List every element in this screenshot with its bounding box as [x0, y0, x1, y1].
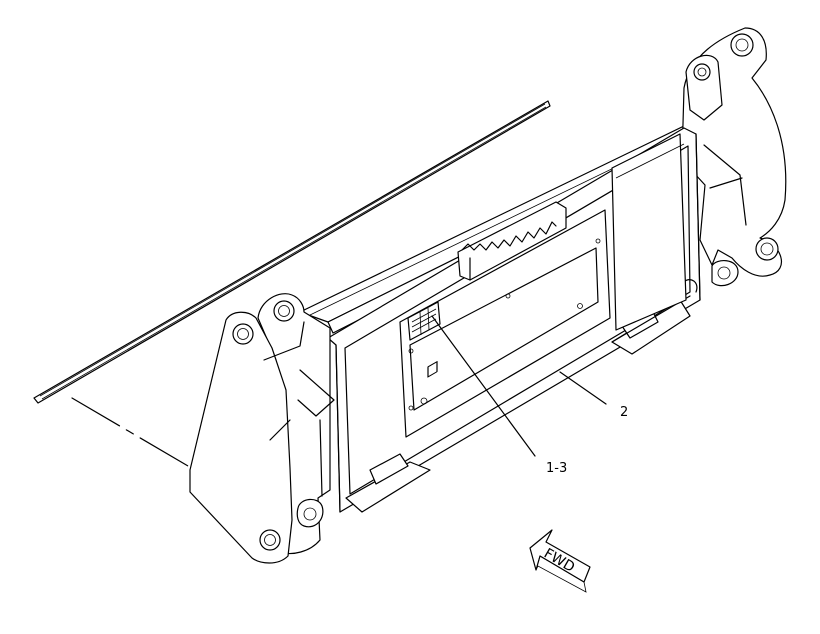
alignment-dash-line	[71, 397, 189, 467]
left-side-plate	[189, 293, 335, 564]
right-side-plate	[681, 27, 787, 287]
right-guide-block	[611, 133, 687, 331]
identification-plate	[407, 301, 441, 341]
left-lower-bracket	[345, 453, 431, 513]
callout-leaders	[431, 315, 607, 457]
callout-part-2: 2	[620, 405, 628, 420]
cutting-edge-blade	[33, 100, 551, 404]
callout-part-1-3: 1-3	[546, 461, 567, 476]
wedge-bar	[457, 201, 567, 281]
center-panel	[399, 209, 611, 438]
fwd-direction-arrow: FWD	[529, 529, 591, 593]
